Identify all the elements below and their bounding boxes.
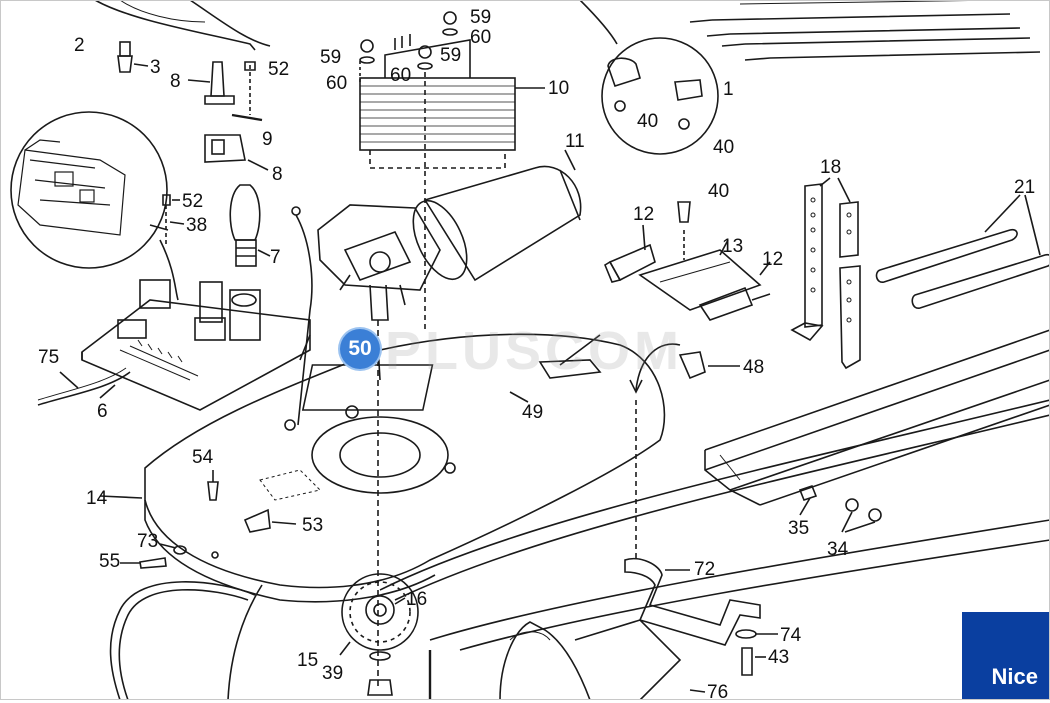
part-label-3[interactable]: 3: [150, 57, 161, 78]
screw-3: [117, 41, 149, 73]
part-label-72[interactable]: 72: [694, 559, 716, 580]
part-label-8-lower[interactable]: 8: [272, 164, 283, 185]
transformer-10: [359, 34, 545, 169]
part-label-10[interactable]: 10: [548, 78, 570, 99]
part-label-9[interactable]: 9: [262, 129, 273, 150]
part-label-18[interactable]: 18: [820, 157, 842, 178]
part-label-8-upper[interactable]: 8: [170, 71, 181, 92]
part-label-38[interactable]: 38: [186, 215, 208, 236]
part-label-34[interactable]: 34: [827, 539, 849, 560]
part-label-73[interactable]: 73: [137, 531, 159, 552]
part-label-59-mid[interactable]: 59: [440, 45, 462, 66]
part-label-49[interactable]: 49: [522, 402, 544, 423]
part-label-40-switch[interactable]: 40: [708, 181, 730, 202]
cover-76: [499, 619, 682, 700]
part-label-74[interactable]: 74: [780, 625, 802, 646]
part-label-40-right[interactable]: 40: [713, 137, 735, 158]
part-label-43[interactable]: 43: [768, 647, 790, 668]
part-label-16[interactable]: 16: [406, 589, 428, 610]
brand-logo-text: Nice: [991, 664, 1038, 689]
part-label-40-left[interactable]: 40: [637, 111, 659, 132]
watermark-text: PLUSCOM: [385, 321, 683, 381]
bracket-72: [624, 557, 761, 646]
part-label-35[interactable]: 35: [788, 518, 810, 539]
cable-75: [37, 371, 131, 406]
part-label-54[interactable]: 54: [192, 447, 214, 468]
part-label-1[interactable]: 1: [723, 79, 734, 100]
part-label-21[interactable]: 21: [1014, 177, 1036, 198]
bracket-18: [790, 183, 861, 370]
part-label-60-top[interactable]: 60: [470, 27, 492, 48]
part-label-52-lower[interactable]: 52: [182, 191, 204, 212]
part-label-14[interactable]: 14: [86, 488, 108, 509]
cover-shell: [94, 0, 256, 51]
part-label-59-left[interactable]: 59: [320, 47, 342, 68]
part-label-7[interactable]: 7: [270, 247, 281, 268]
part-label-53[interactable]: 53: [302, 515, 324, 536]
detail-bubble-board: [10, 111, 168, 269]
brand-logo: Nice: [962, 612, 1050, 700]
detail-bubble-bracket: [601, 37, 719, 155]
part-label-15[interactable]: 15: [297, 650, 319, 671]
part-label-75[interactable]: 75: [38, 347, 60, 368]
part-label-60-left[interactable]: 60: [326, 73, 348, 94]
part-label-2[interactable]: 2: [74, 35, 85, 56]
limit-switch-assembly: [603, 201, 771, 321]
part-label-12-left[interactable]: 12: [633, 204, 655, 225]
part-label-60-mid[interactable]: 60: [390, 65, 412, 86]
part-8-upper: [187, 61, 235, 105]
lamp-7: [229, 184, 271, 267]
inset-board-drawing: [17, 139, 126, 236]
arrow-48: [635, 343, 681, 391]
part-label-76[interactable]: 76: [707, 682, 729, 703]
bracket-1: [607, 57, 703, 101]
part-label-6[interactable]: 6: [97, 401, 108, 422]
part-label-59-top[interactable]: 59: [470, 7, 492, 28]
control-board-6: [81, 279, 311, 411]
part-label-13[interactable]: 13: [722, 236, 744, 257]
rail-35: [704, 329, 1050, 506]
wire-leads: [689, 0, 1041, 61]
highlight-callout-50[interactable]: 50: [340, 329, 380, 369]
part-label-52-upper[interactable]: 52: [268, 59, 290, 80]
part-label-11[interactable]: 11: [565, 131, 585, 152]
part-label-55[interactable]: 55: [99, 551, 121, 572]
sprocket-15: [341, 573, 419, 651]
part-8-lower: [204, 134, 269, 171]
part-label-12-right[interactable]: 12: [762, 249, 784, 270]
gearmotor-11: [317, 149, 582, 321]
part-label-48[interactable]: 48: [743, 357, 765, 378]
part-label-39[interactable]: 39: [322, 663, 344, 684]
